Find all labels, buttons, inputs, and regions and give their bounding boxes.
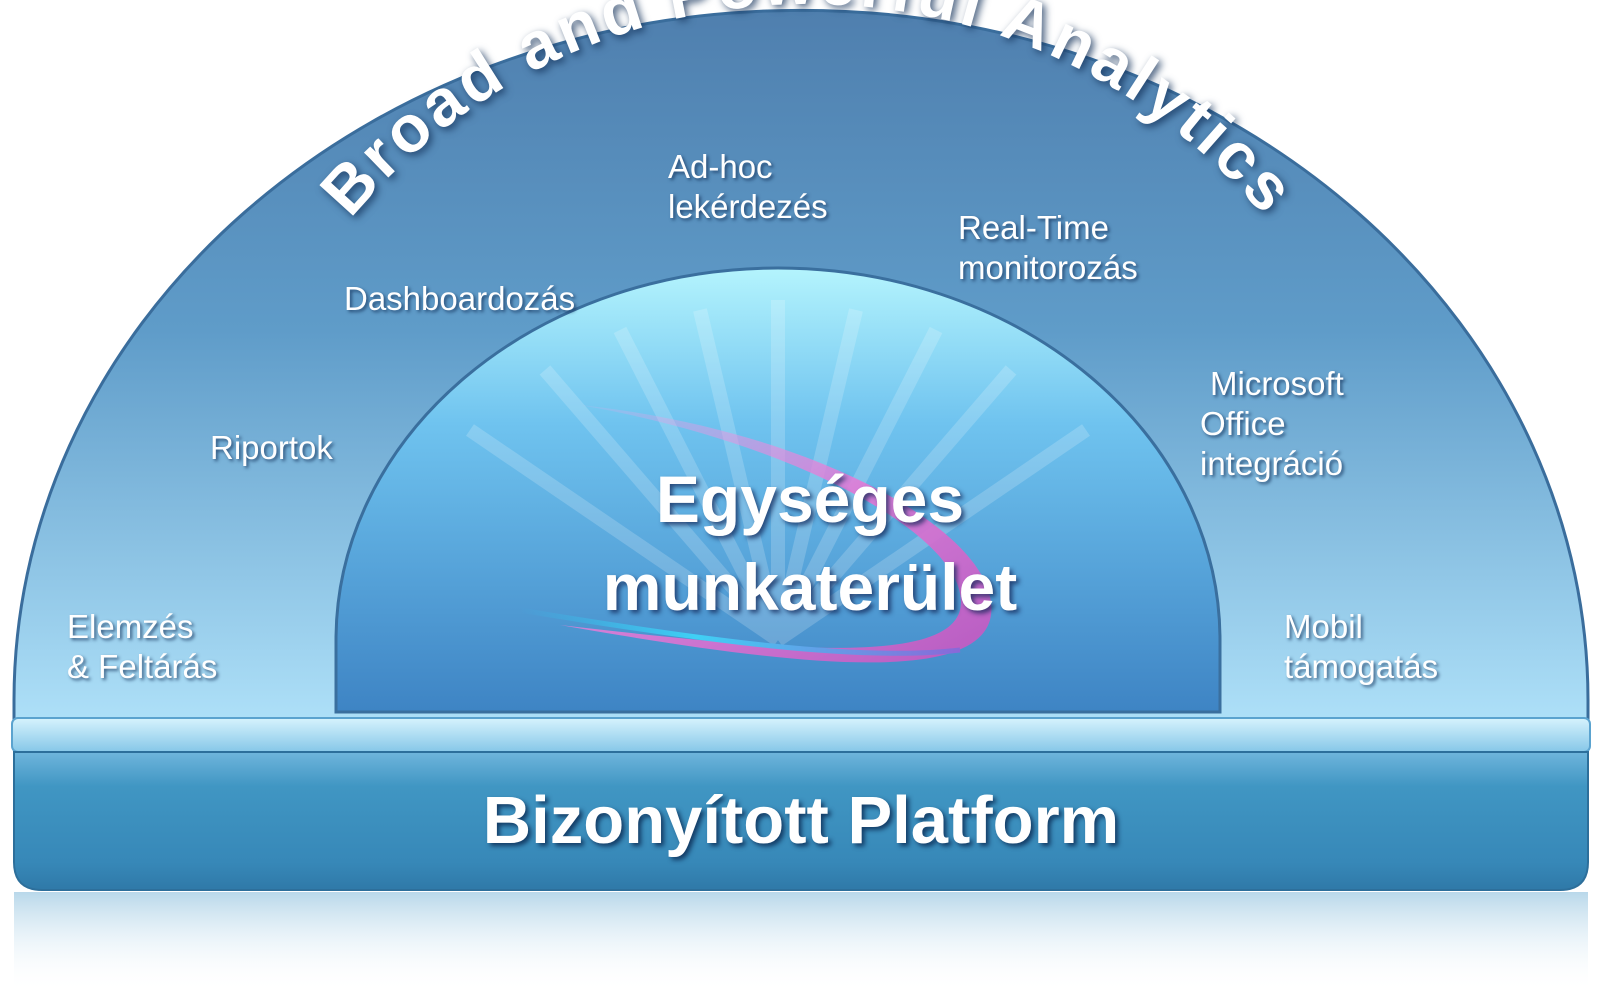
inner-dome [334, 266, 1222, 714]
feature-elemzes: Elemzés& Feltárás [67, 608, 218, 685]
platform-base [13, 751, 1589, 891]
swoosh [519, 405, 992, 663]
platform-band [11, 717, 1591, 753]
reflection [14, 892, 1588, 992]
feature-riportok: Riportok [210, 429, 333, 466]
feature-dashboardozas: Dashboardozás [344, 280, 576, 317]
platform-title: Bizonyított Platform [482, 783, 1120, 858]
